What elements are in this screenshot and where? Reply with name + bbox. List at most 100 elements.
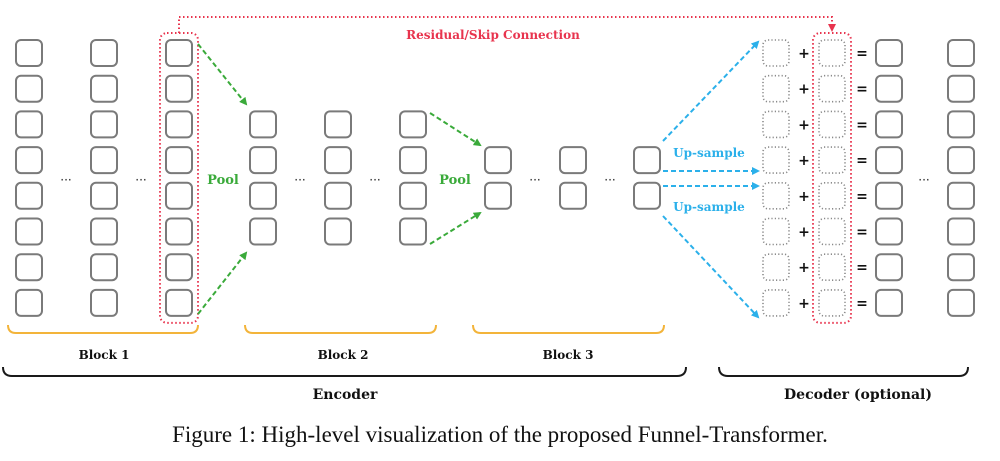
upsampled-box [762, 217, 790, 246]
decoder-final-box [947, 217, 975, 246]
decoder-output-box [875, 146, 903, 175]
token-box-block-1 [165, 110, 193, 139]
token-box-block-3 [559, 181, 587, 210]
token-box-block-2 [249, 217, 277, 246]
encoder-label: Encoder [313, 387, 378, 403]
token-box-block-2 [249, 146, 277, 175]
token-box-block-1 [90, 181, 118, 210]
decoder-final-box [947, 74, 975, 103]
token-box-block-2 [399, 217, 427, 246]
ellipsis: ··· [529, 173, 540, 187]
upsampled-box [762, 74, 790, 103]
plus-sign: + [798, 117, 810, 133]
token-box-block-1 [15, 74, 43, 103]
token-box-block-2 [249, 110, 277, 139]
decoder-output-box [875, 39, 903, 67]
pool-arrow-2-top [429, 112, 482, 147]
token-box-block-1 [90, 74, 118, 103]
upsample-label-1: Up-sample [673, 146, 745, 160]
token-box-block-1 [15, 110, 43, 139]
token-box-block-1 [90, 217, 118, 246]
token-box-block-1 [90, 253, 118, 282]
token-box-block-1 [165, 146, 193, 175]
block-2-label: Block 2 [318, 348, 369, 362]
equals-sign: = [856, 153, 868, 169]
decoder-output-box [875, 181, 903, 210]
decoder-final-box [947, 253, 975, 282]
residual-box [818, 253, 846, 281]
plus-sign: + [798, 153, 810, 169]
residual-box [818, 110, 846, 139]
residual-target-outline [812, 32, 852, 324]
token-box-block-2 [324, 146, 352, 175]
plus-sign: + [798, 296, 810, 312]
token-box-block-1 [165, 39, 193, 67]
token-box-block-1 [165, 288, 193, 317]
ellipsis: ··· [369, 173, 380, 187]
decoder-label: Decoder (optional) [784, 387, 932, 403]
token-box-block-1 [165, 253, 193, 282]
token-box-block-3 [484, 181, 512, 210]
token-box-block-2 [324, 181, 352, 210]
token-box-block-2 [399, 110, 427, 139]
upsampled-box [762, 289, 790, 317]
pool-label-2: Pool [439, 173, 471, 188]
ellipsis: ··· [135, 173, 146, 187]
token-box-block-1 [90, 146, 118, 175]
upsampled-box [762, 182, 790, 210]
decoder-output-box [875, 253, 903, 282]
decoder-final-box [947, 146, 975, 175]
token-box-block-1 [90, 39, 118, 67]
token-box-block-1 [90, 110, 118, 139]
ellipsis: ··· [604, 173, 615, 187]
token-box-block-1 [15, 181, 43, 210]
token-box-block-1 [15, 146, 43, 175]
upsampled-box [762, 110, 790, 139]
equals-sign: = [856, 296, 868, 312]
ellipses: ··· ··· ··· ··· ··· ··· ··· [60, 173, 929, 187]
upsampled-box [762, 146, 790, 174]
token-box-block-1 [90, 288, 118, 317]
token-box-block-1 [165, 74, 193, 103]
token-box-block-3 [484, 146, 512, 175]
residual-box [818, 182, 846, 210]
pool-arrow-1-bottom [197, 251, 248, 315]
token-box-block-1 [15, 217, 43, 246]
token-box-block-2 [399, 146, 427, 175]
pool-arrow-2-bottom [429, 211, 482, 245]
equals-sign: = [856, 189, 868, 205]
block-2-bracket [244, 324, 437, 334]
block-brackets [7, 324, 665, 334]
token-box-block-2 [249, 181, 277, 210]
pool-label-1: Pool [207, 173, 239, 188]
token-box-block-3 [633, 181, 661, 210]
token-box-block-1 [15, 253, 43, 282]
token-box-block-3 [559, 146, 587, 175]
encoder-bracket [2, 366, 687, 377]
token-box-block-1 [15, 39, 43, 67]
residual-box [818, 289, 846, 317]
decoder-output-box [875, 288, 903, 317]
decoder-final-box [947, 39, 975, 67]
block-1-label: Block 1 [79, 348, 130, 362]
decoder-final-box [947, 181, 975, 210]
decoder-bracket [718, 366, 969, 377]
equals-sign: = [856, 117, 868, 133]
token-box-block-3 [633, 146, 661, 175]
ellipsis: ··· [918, 173, 929, 187]
upsample-arrow-top [662, 40, 760, 142]
equals-sign: = [856, 225, 868, 241]
upsampled-box [762, 253, 790, 281]
block-3-label: Block 3 [543, 348, 594, 362]
decoder-final-box [947, 110, 975, 139]
plus-sign: + [798, 82, 810, 98]
figure-caption: Figure 1: High-level visualization of th… [172, 422, 828, 447]
decoder-output-box [875, 110, 903, 139]
arrows [159, 16, 852, 324]
token-box-block-2 [324, 110, 352, 139]
pool-arrow-1-top [197, 43, 248, 106]
equals-sign: = [856, 82, 868, 98]
token-box-block-1 [165, 181, 193, 210]
token-box-block-2 [399, 181, 427, 210]
